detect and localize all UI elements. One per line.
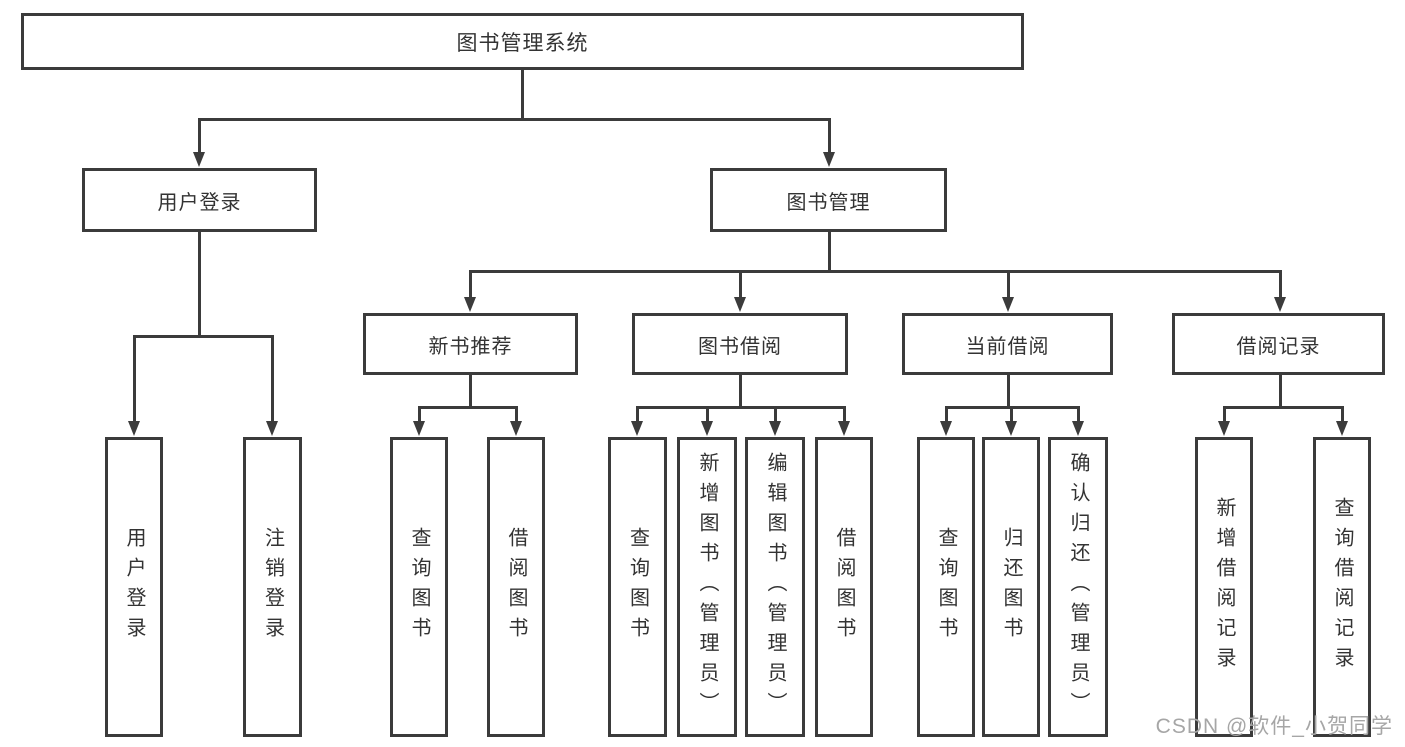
arrow-stem bbox=[944, 407, 948, 423]
arrow-down-icon bbox=[1336, 421, 1348, 436]
arrow-stem bbox=[514, 407, 518, 423]
node-label: 当前借阅 bbox=[965, 335, 1050, 358]
arrow-down-icon bbox=[701, 421, 713, 436]
node-label: 图书借阅 bbox=[698, 335, 782, 358]
node-label: 借阅图书 bbox=[833, 527, 855, 647]
arrow-stem bbox=[827, 119, 831, 154]
leaf-borrow-books-1: 借阅图书 bbox=[487, 437, 545, 737]
connector-line-vertical bbox=[827, 232, 831, 271]
node-label: 查询图书 bbox=[408, 527, 430, 647]
node-label: 新增图书（管理员） bbox=[696, 452, 718, 722]
connector-line-vertical bbox=[738, 375, 742, 407]
node-label: 用户登录 bbox=[157, 191, 242, 214]
arrow-down-icon bbox=[631, 421, 643, 436]
leaf-query-books-2: 查询图书 bbox=[608, 437, 667, 737]
leaf-query-books-3: 查询图书 bbox=[917, 437, 975, 737]
arrow-stem bbox=[1278, 271, 1282, 299]
node-library-system: 图书管理系统 bbox=[21, 13, 1024, 70]
arrow-down-icon bbox=[769, 421, 781, 436]
leaf-query-borrow-record: 查询借阅记录 bbox=[1313, 437, 1371, 737]
arrow-stem bbox=[197, 119, 201, 154]
node-label: 新书推荐 bbox=[428, 335, 513, 358]
node-label: 查询图书 bbox=[935, 527, 957, 647]
connector-line-vertical bbox=[197, 232, 201, 336]
arrow-stem bbox=[1076, 407, 1080, 423]
arrow-stem bbox=[132, 336, 136, 423]
arrow-stem bbox=[417, 407, 421, 423]
node-new-book-recommend: 新书推荐 bbox=[363, 313, 578, 375]
node-label: 查询借阅记录 bbox=[1331, 497, 1353, 677]
connector-line-horizontal bbox=[635, 405, 846, 409]
connector-line-horizontal bbox=[417, 405, 518, 409]
arrow-down-icon bbox=[734, 297, 746, 312]
connector-line-vertical bbox=[1006, 375, 1010, 407]
leaf-user-login: 用户登录 bbox=[105, 437, 163, 737]
arrow-down-icon bbox=[193, 152, 205, 167]
node-label: 新增借阅记录 bbox=[1213, 497, 1235, 677]
leaf-add-borrow-record: 新增借阅记录 bbox=[1195, 437, 1253, 737]
arrow-stem bbox=[1222, 407, 1226, 423]
arrow-down-icon bbox=[940, 421, 952, 436]
arrow-stem bbox=[1006, 271, 1010, 299]
leaf-logout: 注销登录 bbox=[243, 437, 302, 737]
node-label: 图书管理系统 bbox=[456, 31, 589, 55]
node-book-borrowing: 图书借阅 bbox=[632, 313, 848, 375]
leaf-add-book-admin: 新增图书（管理员） bbox=[677, 437, 737, 737]
connector-line-horizontal bbox=[197, 117, 831, 121]
arrow-stem bbox=[270, 336, 274, 423]
watermark-text: CSDN @软件_小贺同学 bbox=[1155, 715, 1393, 738]
node-label: 图书管理 bbox=[786, 191, 871, 214]
arrow-stem bbox=[705, 407, 709, 423]
arrow-stem bbox=[1340, 407, 1344, 423]
arrow-stem bbox=[842, 407, 846, 423]
leaf-borrow-books-2: 借阅图书 bbox=[815, 437, 873, 737]
node-label: 借阅记录 bbox=[1236, 335, 1321, 358]
leaf-query-books-1: 查询图书 bbox=[390, 437, 448, 737]
node-current-borrowing: 当前借阅 bbox=[902, 313, 1113, 375]
arrow-down-icon bbox=[1002, 297, 1014, 312]
arrow-down-icon bbox=[413, 421, 425, 436]
node-label: 编辑图书（管理员） bbox=[764, 452, 786, 722]
connector-line-horizontal bbox=[1222, 405, 1344, 409]
arrow-stem bbox=[468, 271, 472, 299]
node-label: 借阅图书 bbox=[505, 527, 527, 647]
connector-line-vertical bbox=[468, 375, 472, 407]
leaf-confirm-return-admin: 确认归还（管理员） bbox=[1048, 437, 1108, 737]
arrow-down-icon bbox=[1218, 421, 1230, 436]
arrow-down-icon bbox=[823, 152, 835, 167]
arrow-stem bbox=[1009, 407, 1013, 423]
connector-line-vertical bbox=[520, 70, 524, 119]
node-label: 归还图书 bbox=[1000, 527, 1022, 647]
node-label: 用户登录 bbox=[123, 527, 145, 647]
arrow-stem bbox=[773, 407, 777, 423]
connector-line-horizontal bbox=[132, 334, 274, 338]
arrow-down-icon bbox=[128, 421, 140, 436]
node-label: 查询图书 bbox=[626, 527, 649, 647]
node-book-management: 图书管理 bbox=[710, 168, 947, 232]
arrow-down-icon bbox=[464, 297, 476, 312]
node-label: 确认归还（管理员） bbox=[1067, 452, 1089, 722]
connector-line-vertical bbox=[1278, 375, 1282, 407]
arrow-down-icon bbox=[510, 421, 522, 436]
node-borrow-records: 借阅记录 bbox=[1172, 313, 1385, 375]
arrow-down-icon bbox=[1072, 421, 1084, 436]
arrow-down-icon bbox=[266, 421, 278, 436]
arrow-down-icon bbox=[838, 421, 850, 436]
arrow-stem bbox=[738, 271, 742, 299]
connector-line-horizontal bbox=[468, 269, 1282, 273]
leaf-return-book: 归还图书 bbox=[982, 437, 1040, 737]
arrow-down-icon bbox=[1005, 421, 1017, 436]
arrow-stem bbox=[635, 407, 639, 423]
leaf-edit-book-admin: 编辑图书（管理员） bbox=[745, 437, 805, 737]
node-label: 注销登录 bbox=[261, 527, 284, 647]
arrow-down-icon bbox=[1274, 297, 1286, 312]
node-user-login: 用户登录 bbox=[82, 168, 317, 232]
